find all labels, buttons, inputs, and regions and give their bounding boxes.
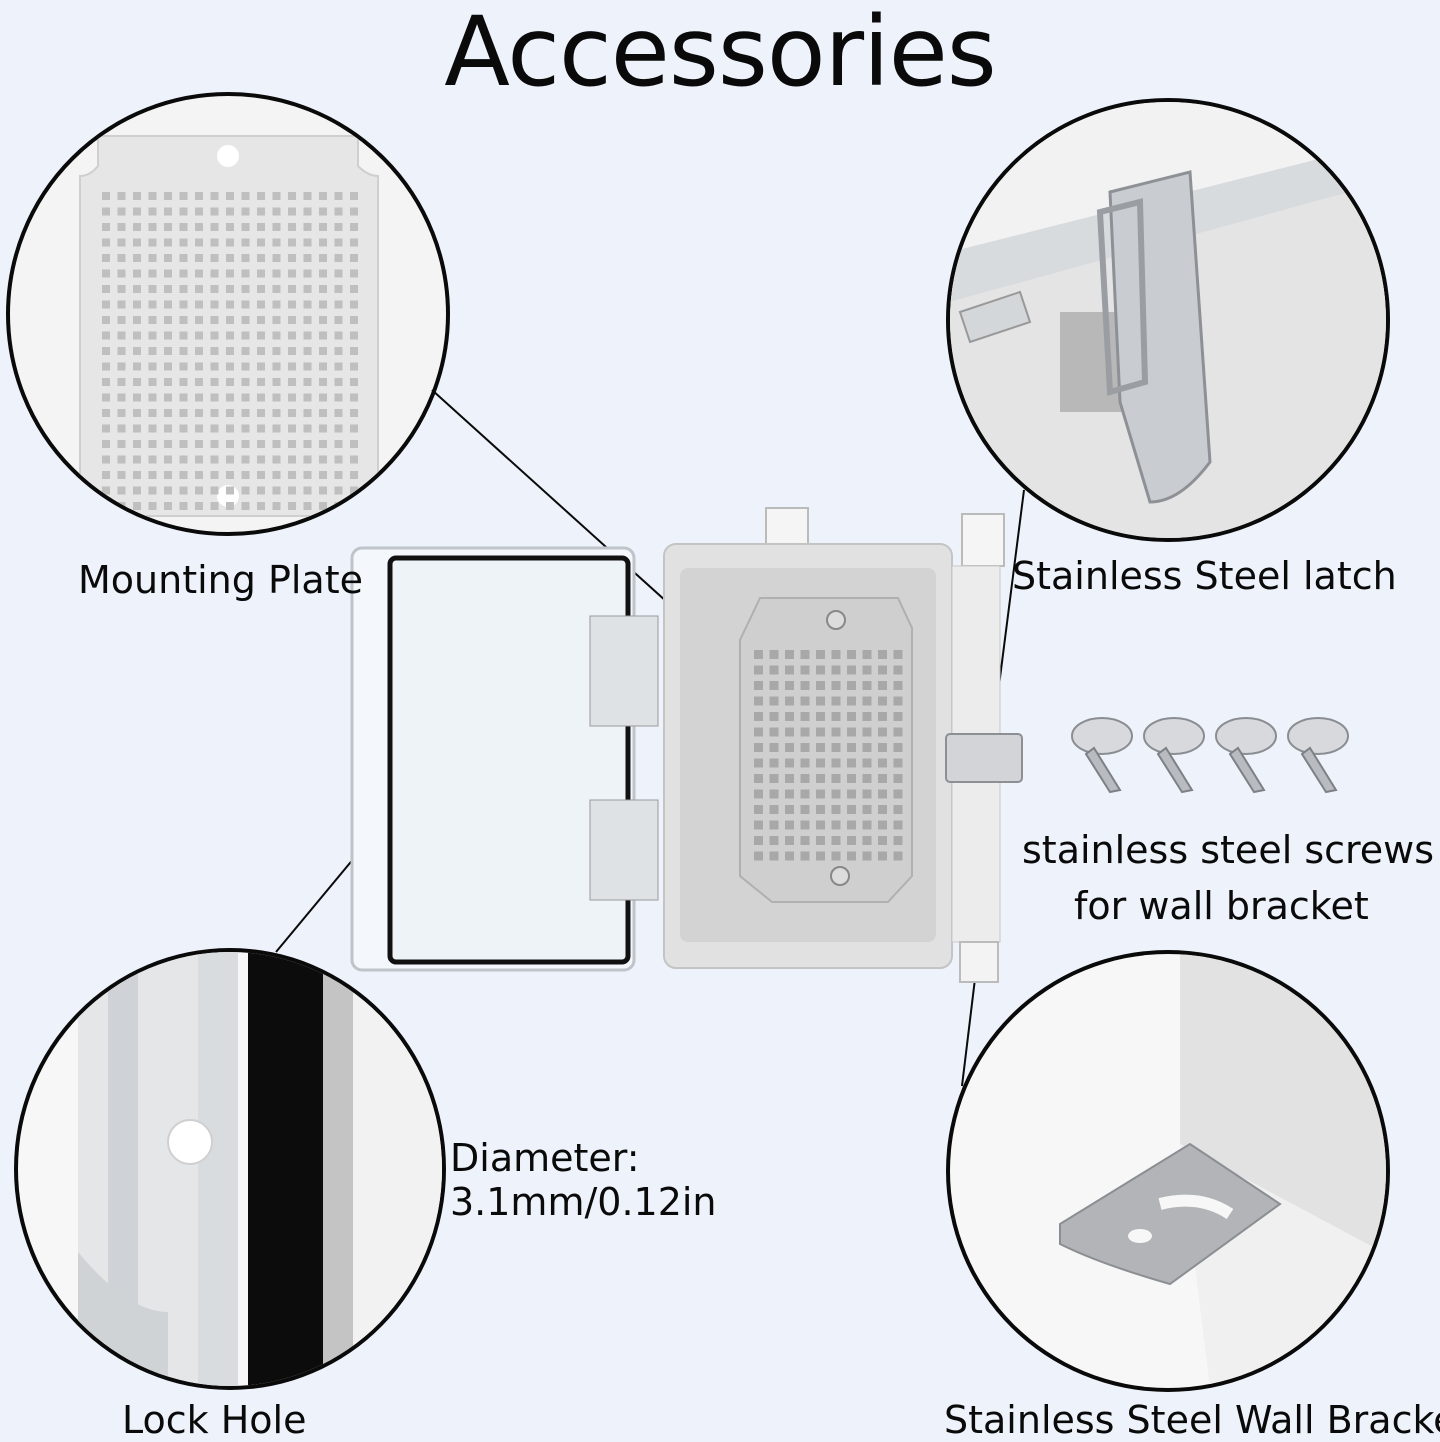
mounting-plate-label: Mounting Plate <box>78 558 363 602</box>
latch-image <box>950 102 1386 538</box>
diameter-label-line2: 3.1mm/0.12in <box>450 1180 717 1224</box>
lock-hole-label: Lock Hole <box>122 1398 307 1442</box>
page-title: Accessories <box>444 0 997 108</box>
mounting-plate-circle <box>6 92 450 536</box>
mounting-plate-image <box>79 135 379 517</box>
latch-on-box <box>945 733 1023 783</box>
inner-mounting-plate <box>739 597 913 903</box>
latch-circle <box>946 98 1390 542</box>
screws-label-line2: for wall bracket <box>1074 884 1369 928</box>
screws-image <box>1071 717 1349 794</box>
lock-hole-circle <box>14 948 446 1390</box>
transparent-lid <box>350 546 659 972</box>
diameter-label-line1: Diameter: <box>450 1136 640 1180</box>
screws-label-line1: stainless steel screws <box>1022 828 1435 872</box>
wall-bracket-label: Stainless Steel Wall Bracket <box>944 1398 1440 1442</box>
latch-label: Stainless Steel latch <box>1012 554 1397 598</box>
enclosure-body <box>663 507 1023 983</box>
